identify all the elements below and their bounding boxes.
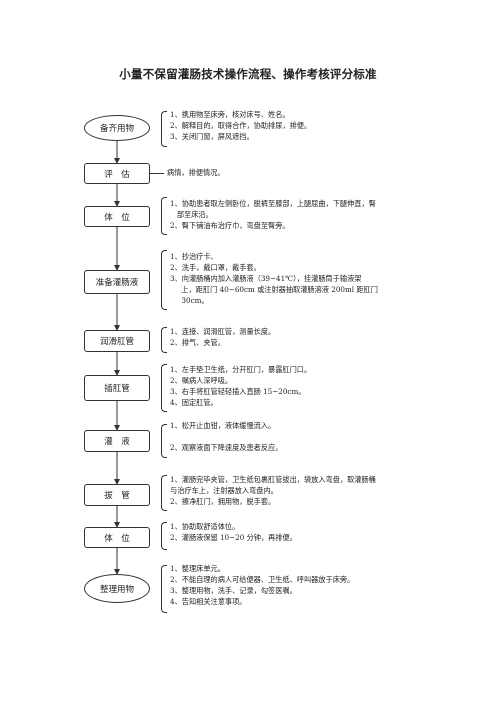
bracket-1 [161,111,167,147]
step-9-details: 1、协助取舒适体位。 2、灌肠液保留 10~20 分钟，再排便。 [170,521,460,543]
step-3-details: 1、协助患者取左侧卧位，脱裤至膝部，上腿屈曲，下腿伸直，臀 部至床沿。 2、臀下… [170,198,460,231]
detail-line: 2、观察液面下降速度及患者反应。 [170,443,283,452]
detail-line: 1、连接、润滑肛管，测量长度。 [170,327,276,336]
step-remove-tube: 拔 管 [84,484,150,506]
step-4-details: 1、抄治疗卡、 2、洗手，戴口罩，戴手套。 3、向灌肠桶内加入灌肠液（39~41… [170,251,460,306]
step-lubricate-tube: 润滑肛管 [84,330,150,352]
detail-line: 1、抄治疗卡、 [170,252,218,261]
detail-line: 4、告知相关注意事项。 [170,597,247,606]
bracket-4 [161,250,167,310]
connector-line [150,173,164,174]
detail-line: 2、臀下铺油布治疗巾，弯盘至臀旁。 [170,221,290,230]
detail-line: 3、整理用物，洗手、记录，勾签医嘱。 [170,586,297,595]
detail-line: 1、灌肠完毕夹管，卫生纸包裹肛管拔出，袋放入弯盘，取灌肠桶 [170,475,376,484]
detail-line: 1、携用物至床旁，核对床号、姓名。 [170,110,290,119]
step-assess: 评 估 [84,163,150,184]
detail-line: 3、右手将肛管轻轻插入直肠 15~20cm。 [170,387,306,396]
step-1-details: 1、携用物至床旁，核对床号、姓名。 2、解释目的，取得合作，协助排尿，排便。 3… [170,109,460,142]
step-infuse: 灌 液 [84,430,150,452]
step-position: 体 位 [84,206,150,227]
detail-line: 2、解释目的，取得合作，协助排尿，排便。 [170,121,312,130]
step-10-details: 1、整理床单元。 2、不能自理的病人可给便器、卫生纸、呼叫器放于床旁。 3、整理… [170,563,460,607]
step-final-position: 体 位 [84,527,150,548]
step-7-details: 1、松开止血钳，液体缓慢流入。 2、观察液面下降速度及患者反应。 [170,420,460,453]
bracket-8 [161,475,167,511]
detail-line: 1、协助患者取左侧卧位，脱裤至膝部，上腿屈曲，下腿伸直，臀 [170,199,376,208]
detail-line: 2、排气、夹管。 [170,338,225,347]
detail-line: 与治疗车上，注射器放入弯盘内。 [170,486,278,495]
detail-line: 上，距肛门 40~60cm 或注射器抽取灌肠溶液 200ml 距肛门 [170,285,378,294]
step-prepare-enema: 准备灌肠液 [84,270,150,294]
detail-line: 1、整理床单元。 [170,564,225,573]
detail-line: 1、协助取舒适体位。 [170,522,240,531]
step-5-details: 1、连接、润滑肛管，测量长度。 2、排气、夹管。 [170,326,460,348]
detail-line: 2、洗手，戴口罩，戴手套。 [170,263,261,272]
step-prepare-items: 备齐用物 [84,115,150,141]
detail-line: 2、灌肠液保留 10~20 分钟，再排便。 [170,533,297,542]
step-2-details: 病情，排便情况。 [167,168,225,177]
bracket-7 [161,424,167,458]
step-6-details: 1、左手垫卫生纸，分开肛门，暴露肛门口。 2、嘱病人深呼吸。 3、右手将肛管轻轻… [170,364,460,408]
detail-line: 1、松开止血钳，液体缓慢流入。 [170,421,276,430]
bracket-5 [161,327,167,353]
bracket-6 [161,364,167,412]
step-8-details: 1、灌肠完毕夹管，卫生纸包裹肛管拔出，袋放入弯盘，取灌肠桶 与治疗车上，注射器放… [170,474,460,507]
bracket-9 [161,522,167,550]
step-insert-tube: 插肛管 [84,375,150,401]
detail-line: 3、向灌肠桶内加入灌肠液（39~41℃），挂灌肠筒于输液架 [170,274,362,283]
detail-line: 2、不能自理的病人可给便器、卫生纸、呼叫器放于床旁。 [170,575,355,584]
detail-line: 2、擦净肛门，拥用物，脱手套。 [170,497,276,506]
page-title: 小量不保留灌肠技术操作流程、操作考核评分标准 [119,67,377,81]
spacer [170,431,460,442]
detail-line: 3、关闭门窗，屏风遮挡。 [170,132,254,141]
step-tidy-up: 整理用物 [84,574,150,603]
detail-line: 4、固定肛管。 [170,398,218,407]
detail-line: 30cm。 [170,296,209,305]
detail-line: 1、左手垫卫生纸，分开肛门，暴露肛门口。 [170,365,312,374]
detail-line: 2、嘱病人深呼吸。 [170,376,233,385]
bracket-10 [161,565,167,613]
detail-line: 部至床沿。 [170,210,213,219]
bracket-3 [161,197,167,235]
